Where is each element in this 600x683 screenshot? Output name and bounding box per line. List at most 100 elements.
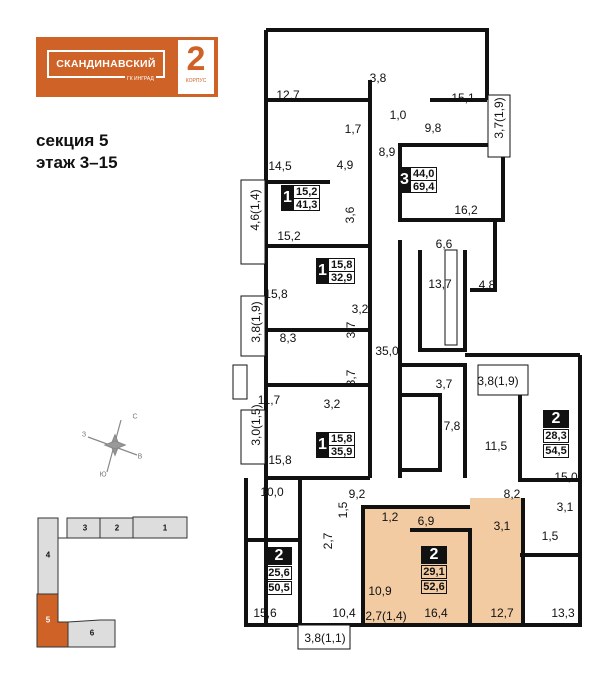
room-count: 3: [398, 167, 411, 193]
room-count: 2: [421, 546, 447, 564]
balcony-area: 3,8(1,1): [304, 631, 346, 645]
room-area: 6,6: [435, 237, 453, 251]
room-area: 3,2: [351, 302, 369, 316]
room-area: 3,1: [493, 519, 511, 533]
living-area: 15,8: [329, 433, 355, 446]
section-label: секция 5: [36, 131, 109, 150]
minimap-section-4: [37, 517, 59, 596]
room-area: 3,8: [369, 71, 387, 85]
room-area: 1,2: [381, 510, 399, 524]
room-area: 4,8: [478, 278, 496, 292]
room-count: 2: [266, 547, 292, 565]
balcony-area: 3,8(1,9): [249, 301, 263, 343]
compass-rose-icon: [87, 419, 138, 473]
room-area: 9,8: [424, 121, 442, 135]
room-area: 12,7: [490, 606, 514, 620]
building-label: КОРПУС: [185, 78, 207, 84]
room-area: 8,2: [503, 487, 521, 501]
minimap-section-5: [36, 593, 69, 648]
minimap-label-5: 5: [45, 615, 51, 625]
floor-label: этаж 3–15: [36, 153, 118, 172]
site-minimap: [36, 516, 188, 648]
room-area: 8,3: [279, 331, 297, 345]
balcony-area: 3,7(1,9): [492, 97, 506, 139]
compass-west: З: [81, 431, 87, 439]
room-area: 14,5: [268, 159, 292, 173]
walls: [244, 28, 582, 627]
balcony-area: 3,0(1,5): [249, 404, 263, 446]
room-area: 3,7: [344, 369, 358, 387]
room-area: 16,4: [424, 606, 448, 620]
compass-north: С: [132, 413, 138, 421]
minimap-label-2: 2: [114, 523, 120, 533]
compass-east: В: [137, 453, 143, 461]
room-area: 2,7: [321, 532, 335, 550]
total-area: 52,6: [421, 580, 447, 594]
room-area: 3,2: [323, 397, 341, 411]
room-area: 15,2: [277, 229, 301, 243]
total-area: 32,9: [331, 272, 353, 284]
living-area: 29,1: [421, 565, 447, 579]
living-area: 15,8: [329, 259, 355, 272]
corridor-area: 35,0: [375, 344, 399, 358]
brand-name: СКАНДИНАВСКИЙ: [47, 50, 165, 78]
room-area: 1,7: [344, 122, 362, 136]
room-area: 9,2: [348, 487, 366, 501]
room-area: 8,9: [378, 145, 396, 159]
room-area: 1,5: [336, 501, 350, 519]
building-badge: 2 КОРПУС: [178, 40, 214, 94]
room-area: 15,6: [253, 606, 277, 620]
room-count: 1: [316, 258, 329, 284]
room-count: 2: [543, 410, 569, 428]
room-area: 1,0: [389, 108, 407, 122]
minimap-label-1: 1: [162, 523, 168, 533]
room-area: 12,7: [276, 88, 300, 102]
room-count: 1: [316, 432, 329, 458]
total-area: 69,4: [413, 181, 435, 193]
building-number: 2: [186, 40, 206, 78]
room-area: 15,1: [451, 91, 475, 105]
room-area: 10,0: [260, 485, 284, 499]
room-area: 13,3: [551, 606, 575, 620]
section-info: секция 5 этаж 3–15: [36, 130, 118, 174]
total-area: 50,5: [266, 581, 292, 595]
room-area: 3,7: [435, 377, 453, 391]
living-area: 25,6: [266, 566, 292, 580]
room-area: 11,7: [257, 393, 281, 407]
minimap-section-1: [132, 516, 188, 539]
room-area: 6,9: [417, 514, 435, 528]
room-area: 15,8: [268, 453, 292, 467]
room-area: 7,8: [443, 419, 461, 433]
balcony-area: 2,7(1,4): [365, 609, 407, 623]
balcony-area: 3,8(1,9): [477, 374, 519, 388]
total-area: 41,3: [296, 199, 318, 211]
balcony-area: 4,6(1,4): [248, 189, 262, 231]
room-area: 13,7: [428, 277, 452, 291]
brand-logo: СКАНДИНАВСКИЙ ГК ИНГРАД 2 КОРПУС: [36, 37, 218, 97]
living-area: 28,3: [543, 429, 569, 443]
total-area: 35,9: [331, 446, 353, 458]
room-area: 1,5: [541, 529, 559, 543]
living-area: 15,2: [294, 186, 320, 199]
room-area: 3,6: [343, 206, 357, 224]
room-area: 15,0: [554, 470, 578, 484]
minimap-section-6: [67, 619, 116, 648]
compass-south: Ю: [99, 471, 107, 479]
room-area: 10,4: [332, 606, 356, 620]
room-count: 1: [281, 185, 294, 211]
total-area: 54,5: [543, 444, 569, 458]
room-area: 11,5: [484, 439, 508, 453]
room-area: 4,9: [336, 158, 354, 172]
room-area: 10,9: [368, 584, 392, 598]
minimap-label-6: 6: [89, 628, 95, 638]
room-area: 15,8: [264, 287, 288, 301]
